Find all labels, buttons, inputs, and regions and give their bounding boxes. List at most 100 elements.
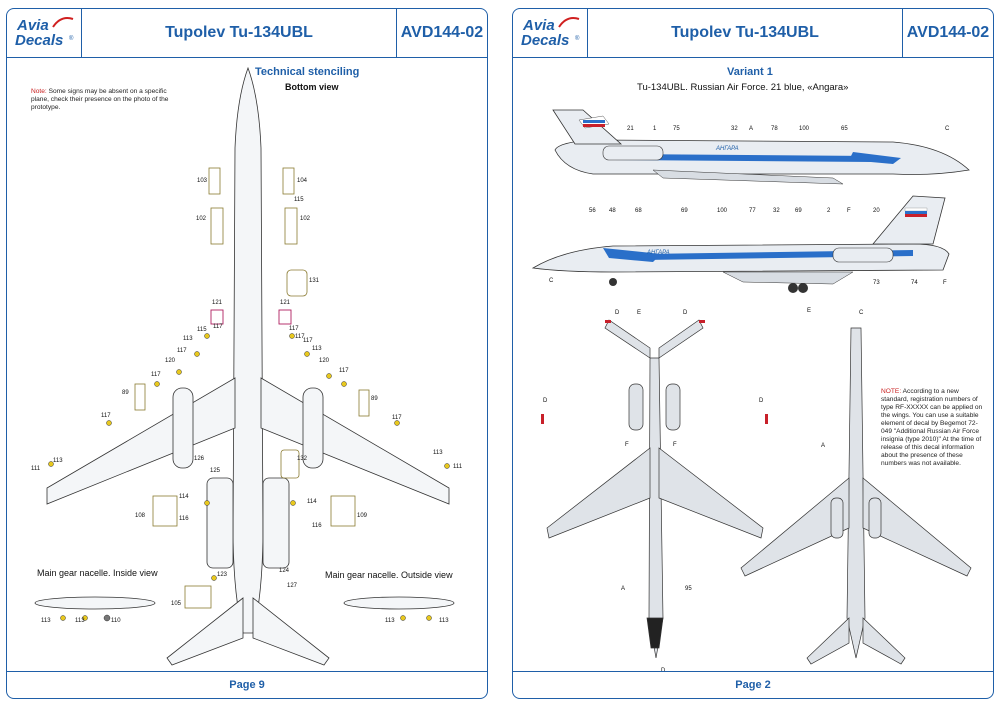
right-gear-nacelle xyxy=(262,477,290,569)
marking-label: 65 xyxy=(841,126,848,132)
marking-label: D xyxy=(759,398,764,404)
stencil-label: 127 xyxy=(287,583,298,589)
stencil-label: 111 xyxy=(453,464,463,470)
left-side-profile xyxy=(552,109,970,185)
marking-label: 56 xyxy=(589,208,596,214)
marking-label: 20 xyxy=(873,208,880,214)
right-note: NOTE: According to a new standard, regis… xyxy=(881,388,987,468)
marking-label: F xyxy=(625,442,629,448)
marking-label: C xyxy=(945,126,950,132)
inside-view-nacelle xyxy=(34,596,156,610)
variant-1-profiles xyxy=(531,109,972,665)
left-engine-nacelle xyxy=(172,387,194,469)
stencil-104-box xyxy=(282,167,295,195)
marking-label: C xyxy=(549,278,554,284)
note-text: Some signs may be absent on a specific p… xyxy=(31,88,169,111)
variant-title: Variant 1 xyxy=(727,66,773,78)
marking-label: 69 xyxy=(795,208,802,214)
stencil-label: 113 xyxy=(433,450,443,456)
logo-line1: Avia xyxy=(523,17,555,34)
stencil-label: 117 xyxy=(303,338,313,344)
stencil-label: 121 xyxy=(280,300,291,306)
note-label: Note: xyxy=(31,88,47,95)
stencil-label: 123 xyxy=(217,572,228,578)
note-label: NOTE: xyxy=(881,388,902,395)
logo-swoosh-icon xyxy=(52,17,74,28)
logo-line1: Avia xyxy=(17,17,49,34)
marking-label: 100 xyxy=(799,126,810,132)
stencil-label: 110 xyxy=(111,618,121,624)
stencil-102-right-box xyxy=(284,207,298,245)
marking-label: 32 xyxy=(773,208,780,214)
bottom-view-aircraft xyxy=(34,66,455,666)
marking-label: F xyxy=(673,442,677,448)
stencil-label: 89 xyxy=(371,396,378,402)
stencil-label: 114 xyxy=(179,494,189,500)
stencil-label: 105 xyxy=(171,601,182,607)
marking-label: F xyxy=(847,208,851,214)
right-drawing-area: Variant 1 Tu-134UBL. Russian Air Force. … xyxy=(513,58,993,674)
marking-label: E xyxy=(807,308,812,314)
stencil-121-right-box xyxy=(278,309,292,325)
variant-subtitle: Tu-134UBL. Russian Air Force. 21 blue, «… xyxy=(637,82,849,93)
fuselage-lettering: АНГАРА xyxy=(716,146,739,152)
marking-label: E xyxy=(637,310,642,316)
marking-label: 95 xyxy=(685,586,692,592)
marking-label: D xyxy=(615,310,620,316)
stencil-89-right-box xyxy=(358,389,370,417)
note-text: According to a new standard, registratio… xyxy=(881,388,983,467)
marking-label: 2 xyxy=(827,208,831,214)
top-plan-view xyxy=(546,319,764,659)
stencil-label: 113 xyxy=(75,618,85,624)
stencil-label: 120 xyxy=(319,358,330,364)
marking-label: F xyxy=(943,280,947,286)
right-title: Tupolev Tu-134UBL xyxy=(671,24,819,41)
fuselage-lettering: АНГАРА xyxy=(647,250,670,256)
left-drawing-area: Technical stenciling Bottom view Note: S… xyxy=(7,58,487,673)
stencil-label: 132 xyxy=(297,456,308,462)
marking-label: A xyxy=(749,126,754,132)
stencil-label: 113 xyxy=(439,618,449,624)
left-footer: Page 9 xyxy=(7,671,487,698)
left-gear-nacelle xyxy=(206,477,234,569)
stencil-label: 114 xyxy=(307,499,317,505)
stencil-label: 117 xyxy=(339,368,349,374)
stencil-label: 115 xyxy=(197,327,207,333)
stencil-102-left-box xyxy=(210,207,224,245)
left-note: Note: Some signs may be absent on a spec… xyxy=(31,88,181,112)
right-engine-nacelle xyxy=(302,387,324,469)
stencil-label: 117 xyxy=(213,324,223,330)
stencil-label: 113 xyxy=(312,346,322,352)
stencil-label: 124 xyxy=(279,568,290,574)
stencil-label: 109 xyxy=(357,513,368,519)
stencil-121-left-box xyxy=(210,309,224,325)
left-title: Tupolev Tu-134UBL xyxy=(165,24,313,41)
stencil-label: 113 xyxy=(385,618,395,624)
section-title: Technical stenciling xyxy=(255,66,360,78)
logo-line2: Decals xyxy=(15,32,64,49)
marking-label: 77 xyxy=(749,208,756,214)
left-header: Avia Decals ® Tupolev Tu-134UBL AVD144-0… xyxy=(7,9,487,58)
stencil-105-box xyxy=(184,585,212,609)
stencil-label: 102 xyxy=(300,216,311,222)
marking-label: 74 xyxy=(911,280,918,286)
marking-label: D xyxy=(683,310,688,316)
stencil-131-box xyxy=(286,269,308,297)
stencil-label: 102 xyxy=(196,216,207,222)
stencil-label: 117 xyxy=(101,413,111,419)
marking-label: 1 xyxy=(653,126,657,132)
avia-decals-logo: Avia Decals ® xyxy=(7,9,82,57)
right-code: AVD144-02 xyxy=(902,9,993,57)
stencil-label: 113 xyxy=(41,618,51,624)
right-header: Avia Decals ® Tupolev Tu-134UBL AVD144-0… xyxy=(513,9,993,58)
outside-view-label: Main gear nacelle. Outside view xyxy=(325,570,453,580)
stencil-label: 103 xyxy=(197,178,208,184)
stencil-label: 108 xyxy=(135,513,146,519)
stencil-label: 104 xyxy=(297,178,308,184)
marking-label: 48 xyxy=(609,208,616,214)
right-side-profile xyxy=(531,195,950,293)
bottom-plan-view xyxy=(740,327,972,665)
stencil-label: 117 xyxy=(295,334,305,340)
marking-label: 75 xyxy=(673,126,680,132)
marking-label: A xyxy=(621,586,626,592)
